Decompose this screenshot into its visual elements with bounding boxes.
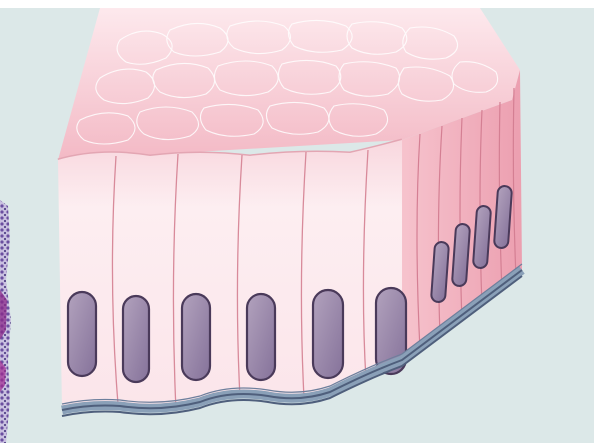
nucleus xyxy=(247,294,275,380)
nucleus xyxy=(68,292,96,376)
front-face xyxy=(58,140,406,410)
side-tissue-fragment xyxy=(0,200,11,443)
nucleus xyxy=(182,294,210,380)
top-white-band xyxy=(0,0,594,8)
nucleus xyxy=(313,290,343,378)
nucleus xyxy=(123,296,149,382)
